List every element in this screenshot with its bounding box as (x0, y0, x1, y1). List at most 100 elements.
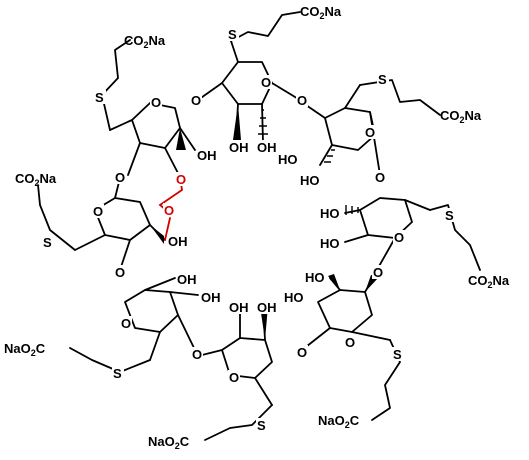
glycosidic-oxygen: O (296, 345, 308, 360)
glycosidic-oxygen: O (190, 93, 202, 108)
hydroxyl-group: HO (283, 290, 307, 305)
hydroxyl-group: OH (256, 140, 280, 155)
ring-oxygen: O (228, 370, 240, 385)
hydroxyl-group: HO (299, 173, 323, 188)
sulfur-atom: S (227, 27, 239, 42)
carboxylate-group: CO2Na (124, 33, 166, 50)
svg-text:HO: HO (300, 173, 320, 188)
hydroxyl-group: OH (228, 300, 252, 315)
svg-text:S: S (445, 208, 454, 223)
svg-text:HO: HO (320, 206, 340, 221)
svg-text:O: O (192, 347, 202, 362)
svg-text:NaO2C: NaO2C (318, 413, 360, 430)
svg-text:O: O (176, 172, 186, 187)
svg-text:O: O (375, 170, 385, 185)
svg-text:S: S (257, 418, 266, 433)
bonds (37, 11, 481, 441)
atom-labels: O O O O O O O O O O O O O O O O O O S S … (4, 4, 510, 451)
carboxylate-group: CO2Na (440, 108, 482, 125)
glycosidic-oxygen: O (114, 265, 126, 280)
svg-text:S: S (43, 235, 52, 250)
hydroxyl-group: OH (256, 300, 280, 315)
svg-text:O: O (121, 316, 131, 331)
hydroxyl-group: HO (319, 236, 343, 251)
sulfur-atom: S (112, 366, 124, 381)
sulfur-atom: S (392, 347, 404, 362)
svg-text:O: O (345, 335, 355, 350)
sulfur-atom: S (377, 72, 389, 87)
svg-text:S: S (228, 27, 237, 42)
svg-text:OH: OH (257, 300, 277, 315)
svg-text:O: O (297, 93, 307, 108)
carboxylate-group: NaO2C (318, 413, 360, 430)
hydroxyl-group: OH (176, 272, 200, 287)
svg-text:CO2Na: CO2Na (15, 171, 57, 188)
svg-text:S: S (95, 90, 104, 105)
svg-text:O: O (93, 204, 103, 219)
sulfur-atom: S (42, 235, 54, 250)
stereo-bonds (150, 104, 379, 340)
svg-text:O: O (151, 95, 161, 110)
hydroxyl-group: OH (228, 140, 252, 155)
svg-text:OH: OH (197, 148, 217, 163)
svg-text:O: O (164, 203, 174, 218)
sulfur-atom: S (444, 208, 456, 223)
svg-text:S: S (378, 72, 387, 87)
svg-text:OH: OH (229, 300, 249, 315)
ring-oxygen: O (393, 230, 405, 245)
bridge-oxygen: O (175, 172, 187, 187)
hydroxyl-group: OH (196, 148, 220, 163)
svg-text:HO: HO (305, 270, 325, 285)
hydroxyl-group: HO (304, 270, 328, 285)
carboxylate-group: NaO2C (148, 434, 190, 451)
svg-text:OH: OH (177, 272, 197, 287)
glycosidic-oxygen: O (114, 170, 126, 185)
svg-text:CO2Na: CO2Na (468, 273, 510, 290)
svg-text:HO: HO (320, 236, 340, 251)
sulfur-atom: S (256, 418, 268, 433)
ring-oxygen: O (344, 335, 356, 350)
svg-text:OH: OH (168, 234, 188, 249)
svg-text:HO: HO (284, 290, 304, 305)
svg-text:O: O (115, 170, 125, 185)
svg-text:O: O (229, 370, 239, 385)
bridge-oxygen: O (163, 203, 175, 218)
svg-text:O: O (191, 93, 201, 108)
svg-text:O: O (373, 265, 383, 280)
ring-oxygen: O (364, 125, 376, 140)
ring-oxygen: O (260, 75, 272, 90)
glycosidic-oxygen: O (374, 170, 386, 185)
carboxylate-group: CO2Na (15, 171, 57, 188)
ring-oxygen: O (150, 95, 162, 110)
carboxylate-group: NaO2C (4, 341, 46, 358)
hydroxyl-group: HO (319, 206, 343, 221)
hydroxyl-group: HO (277, 152, 301, 167)
carboxylate-group: CO2Na (468, 273, 510, 290)
svg-text:NaO2C: NaO2C (4, 341, 46, 358)
hydroxyl-group: OH (200, 290, 224, 305)
svg-text:O: O (394, 230, 404, 245)
svg-text:S: S (113, 366, 122, 381)
glycosidic-oxygen: O (296, 93, 308, 108)
svg-text:OH: OH (257, 140, 277, 155)
svg-text:HO: HO (278, 152, 298, 167)
svg-text:O: O (297, 345, 307, 360)
glycosidic-oxygen: O (372, 265, 384, 280)
svg-text:O: O (365, 125, 375, 140)
svg-text:S: S (393, 347, 402, 362)
svg-text:OH: OH (201, 290, 221, 305)
ring-oxygen: O (92, 204, 104, 219)
svg-text:O: O (115, 265, 125, 280)
svg-text:CO2Na: CO2Na (124, 33, 166, 50)
svg-text:NaO2C: NaO2C (148, 434, 190, 451)
svg-text:OH: OH (229, 140, 249, 155)
carboxylate-group: CO2Na (300, 4, 342, 21)
svg-text:CO2Na: CO2Na (300, 4, 342, 21)
svg-text:O: O (261, 75, 271, 90)
sulfur-atom: S (94, 90, 106, 105)
hydroxyl-group: OH (167, 234, 191, 249)
svg-text:CO2Na: CO2Na (440, 108, 482, 125)
glycosidic-oxygen: O (191, 347, 203, 362)
